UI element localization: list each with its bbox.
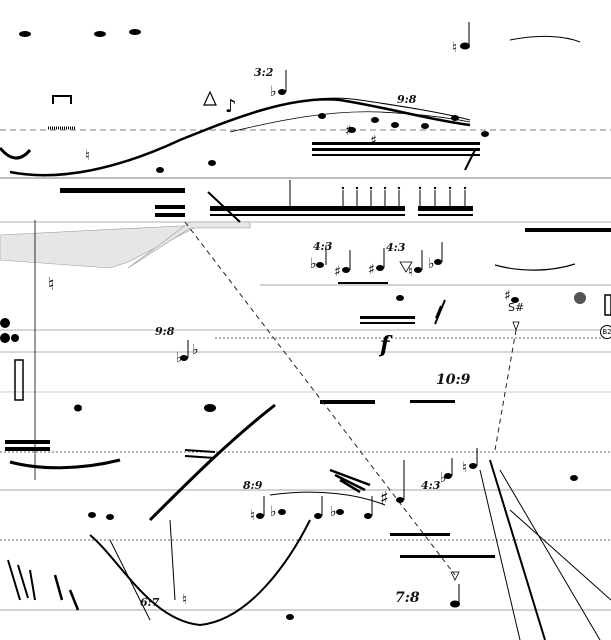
dashed-diagonals [184,221,517,576]
svg-text:♯: ♯ [368,262,375,278]
svg-text:♮: ♮ [408,264,413,280]
svg-text:♮: ♮ [462,460,467,476]
svg-text:♯: ♯ [334,264,341,280]
tuplet-label: 3:2 [254,66,274,79]
svg-text:♮: ♮ [48,274,54,295]
grey-wedges [0,221,251,269]
stems [187,22,478,604]
tuplet-label: 8:9 [243,479,263,492]
tuplet-label: 4:3 [386,241,406,254]
tuplet-label: 4:3 [421,479,441,492]
circled-badge: B2 [600,325,611,339]
svg-text:♪: ♪ [225,96,237,117]
svg-text:♯: ♯ [504,288,511,304]
misc-markings [7,90,611,611]
diagonal-strokes [34,191,611,640]
svg-text:♯: ♯ [370,133,377,149]
svg-text:♭: ♭ [270,504,277,520]
tuplet-label: 7:8 [395,590,420,606]
svg-text:♮: ♮ [452,40,457,56]
tuplet-label: 9:8 [155,325,175,338]
staff-lines [0,129,611,611]
svg-text:♭: ♭ [192,342,199,358]
svg-text:♯: ♯ [380,488,389,509]
svg-text:♮: ♮ [250,508,255,524]
dynamic-marking: f [380,332,390,358]
svg-text:♯: ♯ [345,123,352,139]
top-marks [19,29,141,37]
tuplet-label: 9:8 [397,93,417,106]
note-name-label: S# [508,301,525,314]
svg-text:♭: ♭ [428,256,435,272]
accidentals: ♮ ♭ ♪ ♭ ♯ ♯ ♮ ♭ ♯ ♭ ♭ ♯ ♭ ♮ ♮ ♭ ♭ ♮ ♮ ♮ … [48,40,511,608]
tuplet-label: 10:9 [436,372,471,388]
svg-text:♭: ♭ [330,504,337,520]
note-heads [0,42,586,620]
beams [5,142,611,558]
svg-text:♭: ♭ [176,350,183,366]
slurs [0,35,581,627]
tuplet-label: 4:3 [313,240,333,253]
svg-text:♭: ♭ [310,256,317,272]
tuplet-label: 6:7 [140,596,160,609]
svg-text:♭: ♭ [440,470,447,486]
svg-text:♮: ♮ [85,148,90,164]
svg-text:♮: ♮ [182,592,187,608]
svg-text:♭: ♭ [270,84,277,100]
dot-row [341,186,467,190]
